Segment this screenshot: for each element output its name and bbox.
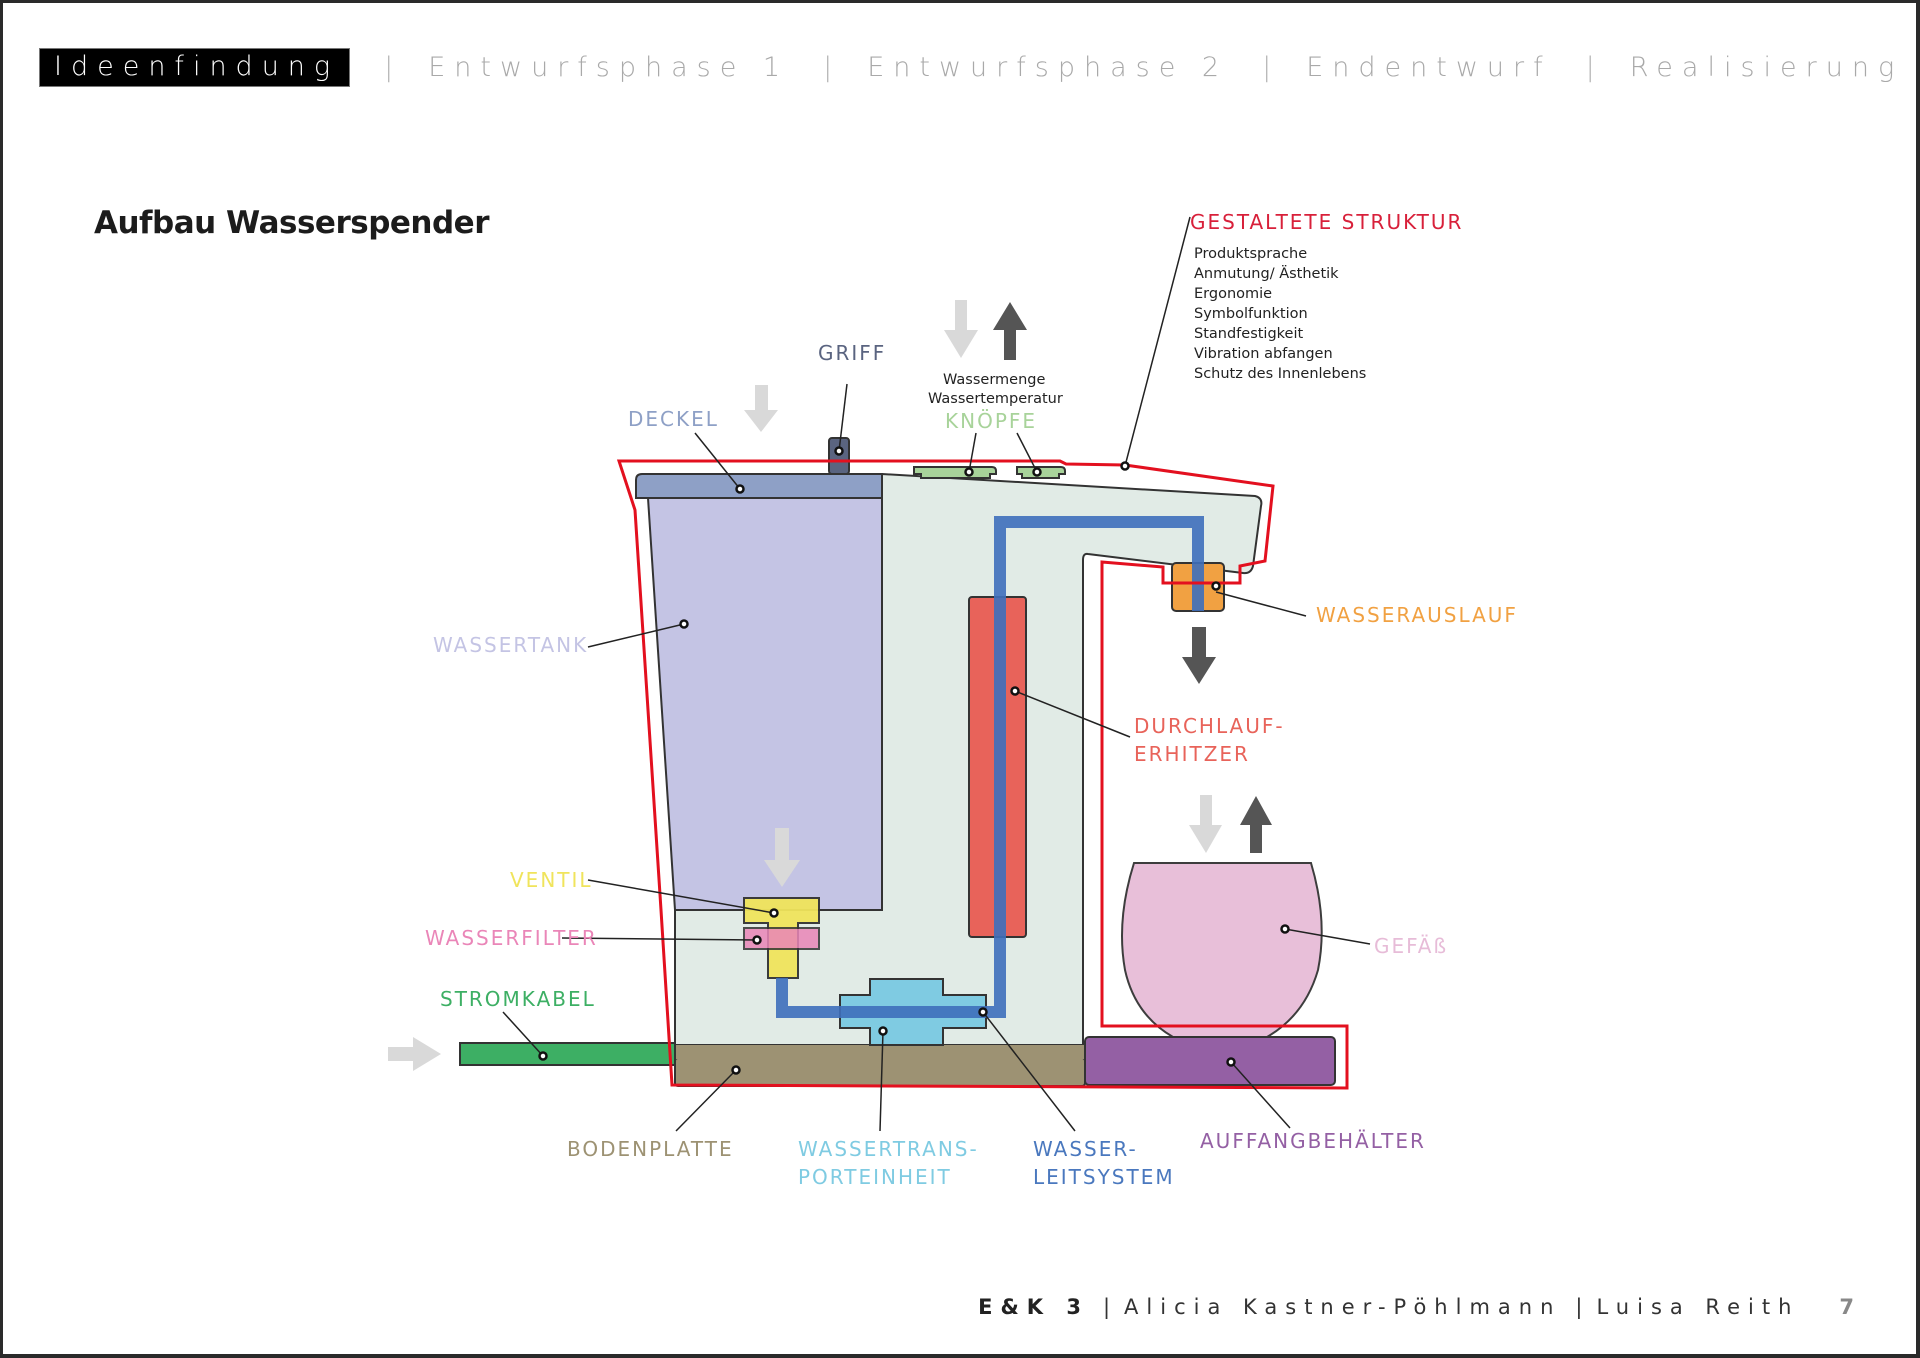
arrow-down-light-icon [764,828,800,887]
label-auffangbehaelter: AUFFANGBEHÄLTER [1200,1129,1426,1153]
footer: E&K 3 | Alicia Kastner-Pöhlmann | Luisa … [978,1295,1854,1319]
label-wassertank: WASSERTANK [433,633,588,657]
nav-item-endentwurf[interactable]: Endentwurf [1306,51,1552,83]
wasserleitsystem-shape [776,516,1204,1018]
structure-point: Produktsprache [1194,246,1307,262]
footer-author-1: Alicia Kastner-Pöhlmann [1124,1295,1562,1319]
label-wassertransport-1: WASSERTRANS- [798,1137,979,1161]
page-title: Aufbau Wasserspender [94,205,489,241]
nav-item-realisierung[interactable]: Realisierung [1629,51,1904,83]
stromkabel-shape [459,1042,676,1066]
nav-item-ideenfindung[interactable]: Ideenfindung [39,47,351,87]
structure-point: Standfestigkeit [1194,326,1303,342]
label-knoepfe: KNÖPFE [945,409,1037,433]
nav-separator: | [384,51,403,83]
arrow-down-light-icon [1189,795,1222,853]
arrow-up-dark-icon [993,302,1027,360]
label-wasserleitsystem-1: WASSER- [1033,1137,1138,1161]
arrow-right-light-icon [388,1037,441,1071]
gefaess-shape [1121,862,1323,1038]
nav-separator: | [1262,51,1281,83]
note-wassertemperatur: Wassertemperatur [928,391,1063,407]
structure-point: Anmutung/ Ästhetik [1194,264,1339,282]
label-stromkabel: STROMKABEL [440,987,596,1011]
structure-point: Schutz des Innenlebens [1194,366,1366,382]
label-ventil: VENTIL [510,868,593,892]
label-durchlauferhitzer-1: DURCHLAUF- [1134,714,1285,738]
knopf-1-shape [913,466,997,479]
structure-points: Produktsprache Anmutung/ Ästhetik Ergono… [1194,246,1366,382]
footer-separator: | [1575,1295,1591,1319]
label-wasserfilter: WASSERFILTER [425,926,598,950]
nav-item-entwurfsphase-1[interactable]: Entwurfsphase 1 [428,51,790,83]
label-griff: GRIFF [818,341,886,365]
structure-point: Vibration abfangen [1194,346,1333,362]
label-wasserleitsystem-2: LEITSYSTEM [1033,1165,1175,1189]
slide-page: Ideenfindung | Entwurfsphase 1 | Entwurf… [3,3,1916,1354]
leader-lines [502,216,1371,1132]
label-durchlauferhitzer-2: ERHITZER [1134,742,1250,766]
page-number: 7 [1839,1295,1854,1319]
deckel-shape [635,473,883,499]
nav-item-entwurfsphase-2[interactable]: Entwurfsphase 2 [867,51,1229,83]
nav-separator: | [823,51,842,83]
label-wassertransport-2: PORTEINHEIT [798,1165,952,1189]
arrow-up-dark-icon [1240,796,1272,853]
arrow-down-light-icon [944,300,978,358]
footer-separator: | [1102,1295,1119,1319]
label-gestaltete-struktur: GESTALTETE STRUKTUR [1190,210,1463,234]
note-wassermenge: Wassermenge [943,372,1045,388]
label-deckel: DECKEL [628,407,719,431]
arrow-down-light-icon [744,385,778,432]
label-gefaess: GEFÄß [1374,934,1448,958]
anchor-points [538,446,1290,1075]
auffangbehaelter-shape [1084,1036,1336,1086]
label-wasserauslauf: WASSERAUSLAUF [1316,603,1518,627]
nav-separator: | [1585,51,1604,83]
wasserfilter-shape [743,927,820,950]
arrows [388,300,1272,1071]
wassertank-shape [636,497,883,911]
footer-course: E&K 3 [978,1295,1089,1319]
structure-point: Symbolfunktion [1194,306,1308,322]
footer-author-2: Luisa Reith [1596,1295,1800,1319]
phase-navigation: Ideenfindung | Entwurfsphase 1 | Entwurf… [39,47,1903,87]
arrow-down-dark-icon [1182,627,1216,684]
label-bodenplatte: BODENPLATTE [567,1137,734,1161]
structure-point: Ergonomie [1194,286,1272,302]
gestaltete-struktur-outline [616,459,1349,1090]
griff-shape [828,437,850,475]
